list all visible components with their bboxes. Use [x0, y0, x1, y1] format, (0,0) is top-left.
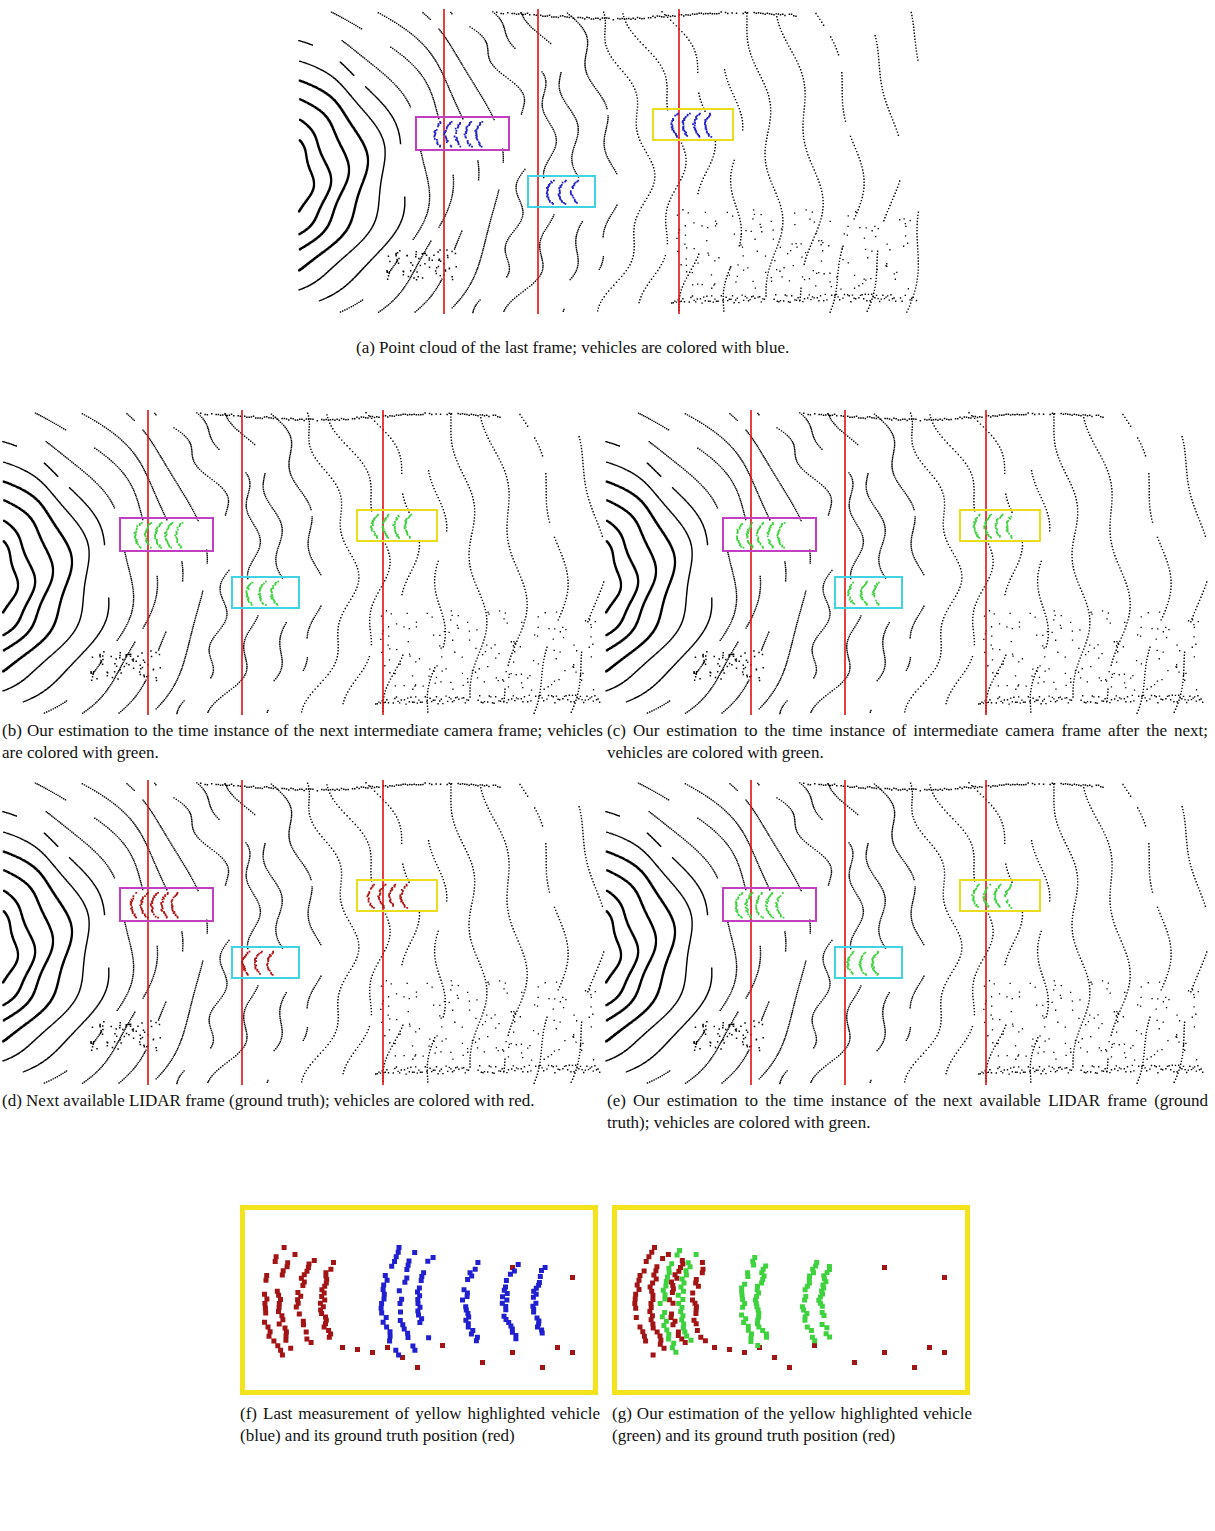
vehicle-box [835, 947, 902, 978]
vehicle-box [960, 510, 1040, 541]
reference-line [750, 410, 752, 715]
reference-line [382, 780, 384, 1085]
vehicle-points [658, 1248, 833, 1355]
vehicle-box [232, 577, 299, 608]
vehicle-points [370, 514, 412, 539]
vehicle-box [232, 947, 299, 978]
vehicle-points [246, 581, 280, 606]
point-cloud [2, 412, 604, 714]
reference-line [443, 9, 445, 314]
vehicle-points [367, 884, 409, 909]
zoom-panel [240, 1205, 598, 1395]
reference-line [147, 780, 149, 1085]
reference-line [241, 410, 243, 715]
zoom-ground [612, 1205, 970, 1395]
vehicle-points [130, 892, 179, 919]
reference-line [382, 410, 384, 715]
vehicle-box [357, 880, 437, 911]
vehicle-box [723, 518, 816, 551]
vehicle-points [971, 884, 1012, 909]
ground-truth-points [632, 1245, 947, 1370]
point-cloud-panel [605, 780, 1207, 1085]
figure-caption: (g) Our estimation of the yellow highlig… [612, 1403, 972, 1447]
vehicle-points [973, 514, 1013, 539]
point-cloud-panel [605, 410, 1207, 715]
point-cloud [2, 782, 604, 1084]
vehicle-box [357, 510, 437, 541]
vehicle-points [134, 522, 184, 549]
vehicle-box [416, 117, 509, 150]
vehicle-box [120, 518, 213, 551]
figure-caption: (e) Our estimation to the time instance … [607, 1090, 1208, 1134]
vehicle-points [433, 121, 483, 148]
reference-line [985, 410, 987, 715]
point-cloud-panel [2, 410, 604, 715]
zoom-ground [240, 1205, 598, 1395]
zoom-frame [615, 1208, 968, 1393]
vehicle-box [528, 176, 595, 207]
reference-line [844, 780, 846, 1085]
vehicle-box [653, 109, 733, 140]
vehicle-points [379, 1245, 548, 1358]
reference-line [844, 410, 846, 715]
zoom-panel [612, 1205, 970, 1395]
vehicle-points [671, 113, 713, 138]
figure-caption: (b) Our estimation to the time instance … [2, 720, 603, 764]
reference-line [750, 780, 752, 1085]
figure-caption: (f) Last measurement of yellow highlight… [240, 1403, 600, 1447]
vehicle-points [241, 951, 274, 976]
vehicle-points [846, 951, 879, 976]
figure-caption: (a) Point cloud of the last frame; vehic… [356, 337, 866, 359]
figure-caption: (c) Our estimation to the time instance … [607, 720, 1208, 764]
ground-truth-points [262, 1245, 575, 1370]
vehicle-points [546, 180, 579, 205]
reference-line [241, 780, 243, 1085]
point-cloud-panel [298, 9, 919, 314]
figure-caption: (d) Next available LIDAR frame (ground t… [2, 1090, 603, 1112]
point-cloud [605, 412, 1207, 714]
reference-line [537, 9, 539, 314]
vehicle-box [723, 888, 816, 921]
vehicle-box [835, 577, 902, 608]
vehicle-box [120, 888, 213, 921]
zoom-frame [243, 1208, 596, 1393]
point-cloud [605, 782, 1207, 1084]
vehicle-points [847, 581, 879, 606]
reference-line [147, 410, 149, 715]
reference-line [678, 9, 680, 314]
vehicle-points [735, 892, 784, 919]
point-cloud [298, 11, 919, 313]
vehicle-points [736, 522, 785, 549]
reference-line [985, 780, 987, 1085]
vehicle-box [960, 880, 1040, 911]
point-cloud-panel [2, 780, 604, 1085]
